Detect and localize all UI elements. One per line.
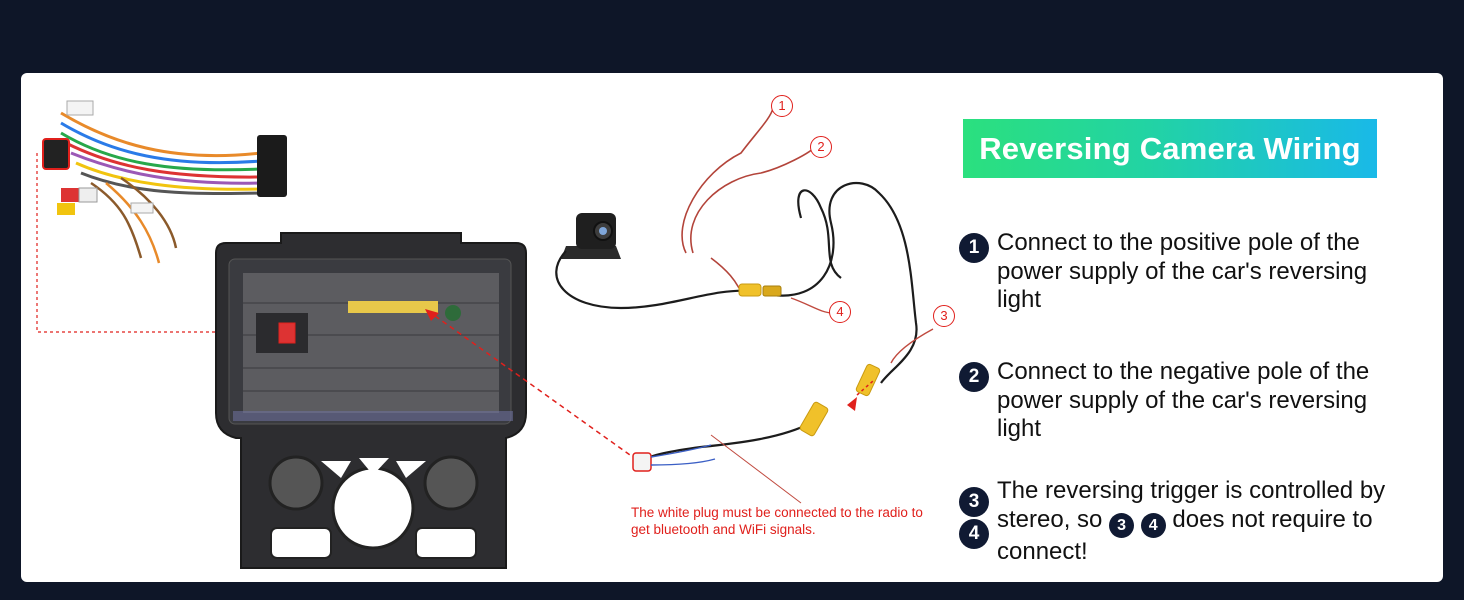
callout-2: 2 (810, 136, 832, 158)
step-2: 2 Connect to the negative pole of the po… (959, 358, 1419, 448)
step-2-text: Connect to the negative pole of the powe… (997, 358, 1370, 442)
callout-4: 4 (829, 301, 851, 323)
wiring-harness (42, 100, 287, 264)
step-3-4-text-before: The reversing trigger is controlled by s… (997, 477, 1386, 533)
step-2-badge: 2 (959, 362, 989, 392)
step-1-text: Connect to the positive pole of the powe… (997, 229, 1368, 313)
step-3-4-text-after: does not require to connect! (997, 505, 1373, 566)
reversing-camera (561, 213, 621, 259)
radio-head-unit (215, 232, 527, 569)
inline-badge-4: 4 (1140, 513, 1166, 539)
callout-1: 1 (771, 95, 793, 117)
callout-3: 3 (933, 305, 955, 327)
step-1: 1 Connect to the positive pole of the po… (959, 229, 1419, 319)
step-3-4: 3 4 The reversing trigger is controlled … (959, 477, 1419, 567)
white-plug-note: The white plug must be connected to the … (631, 505, 923, 537)
wiring-illustration (36, 100, 934, 569)
step-4-badge: 4 (959, 519, 989, 549)
page-title: Reversing Camera Wiring (979, 130, 1361, 166)
step-3-4-text: The reversing trigger is controlled by s… (997, 477, 1417, 567)
step-3-badge: 3 (959, 487, 989, 517)
title-banner: Reversing Camera Wiring (963, 119, 1377, 178)
content-card: 1 2 3 4 The white plug must be connected… (21, 73, 1443, 582)
inline-badge-3: 3 (1109, 513, 1135, 539)
step-1-badge: 1 (959, 233, 989, 263)
